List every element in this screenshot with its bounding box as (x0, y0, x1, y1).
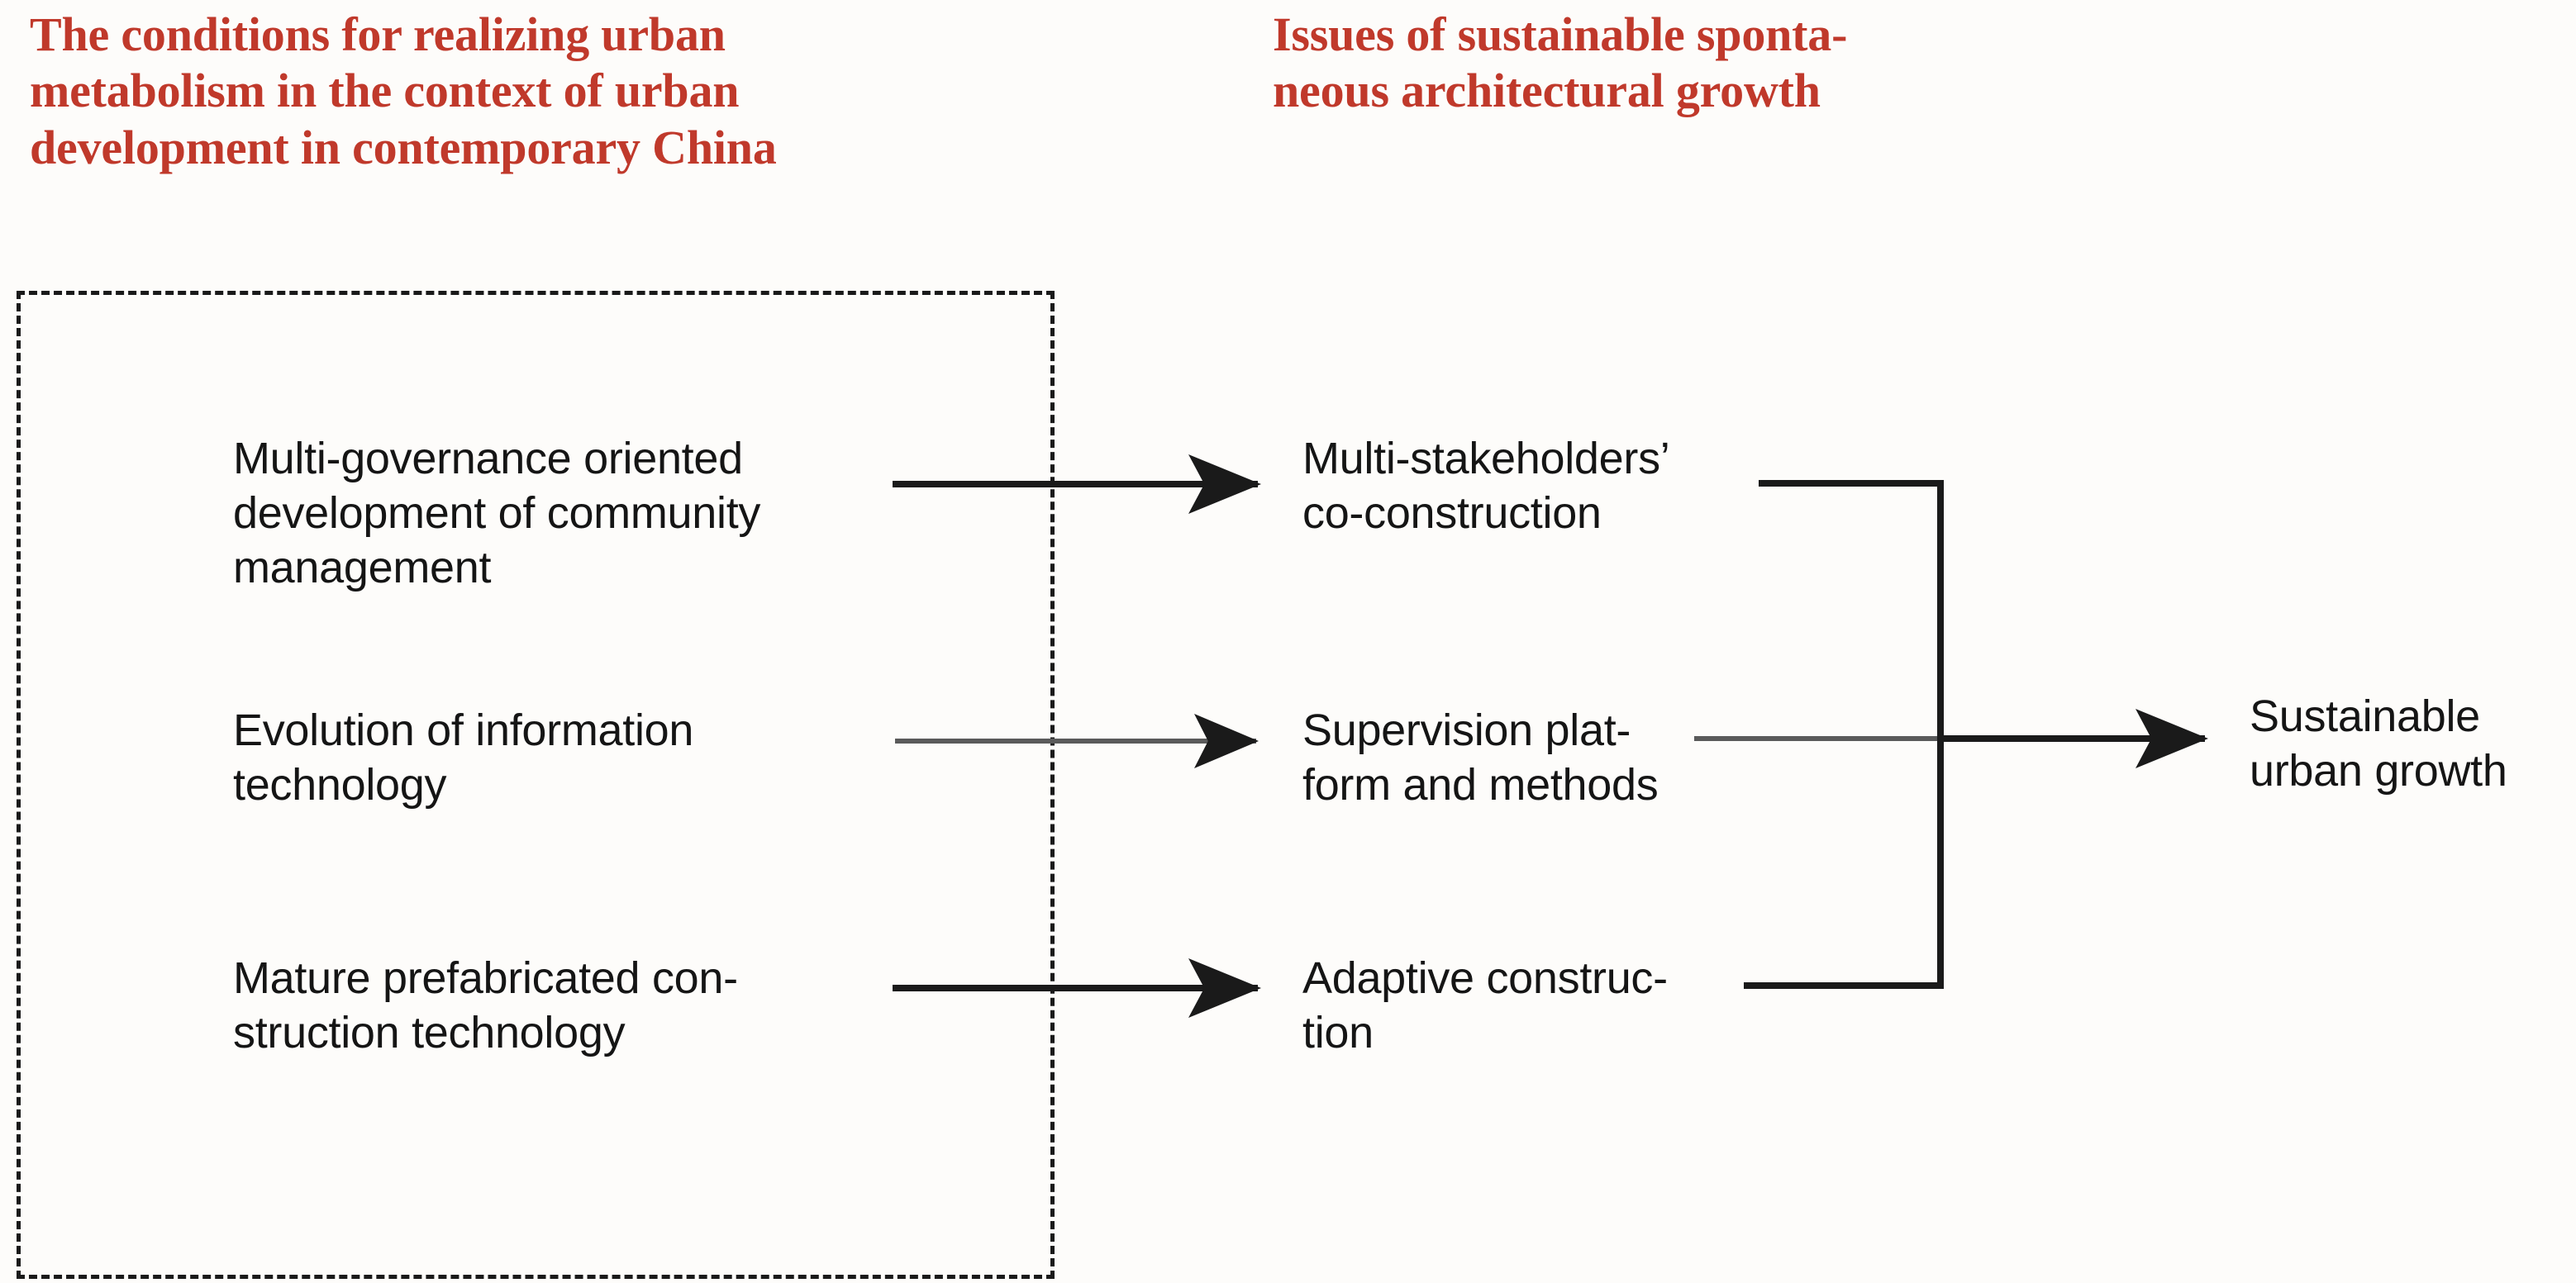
node-information-technology: Evolution of information technology (233, 706, 694, 810)
node-adaptive-construction: Adaptive construc- tion (1302, 953, 1668, 1057)
node-multi-stakeholders-co-construction: Multi-stakeholders’ co-construction (1302, 434, 1670, 538)
node-sustainable-urban-growth: Sustainable urban growth (2250, 691, 2507, 796)
conditions-group-box (17, 291, 1055, 1279)
node-supervision-platform: Supervision plat- form and methods (1302, 706, 1659, 810)
node-prefabricated-construction: Mature prefabricated con- struction tech… (233, 953, 738, 1057)
heading-conditions: The conditions for realizing urban metab… (30, 7, 777, 174)
node-multi-governance: Multi-governance oriented development of… (233, 434, 761, 592)
heading-issues: Issues of sustainable sponta- neous arch… (1273, 7, 1848, 118)
